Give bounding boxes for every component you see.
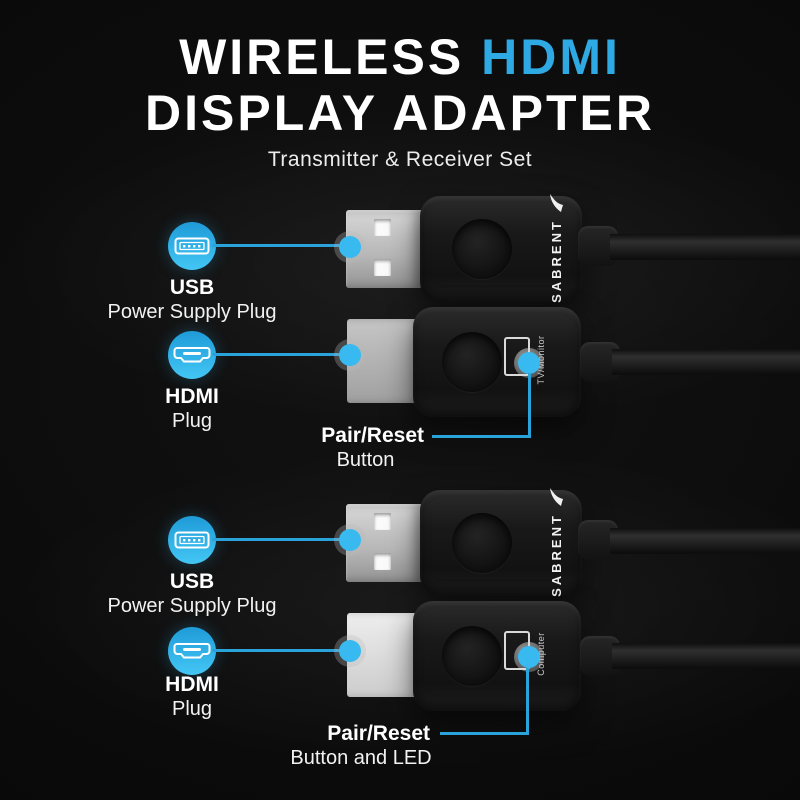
usb-port-icon (174, 530, 210, 550)
callout-line (212, 649, 346, 652)
callout-marker-dot (339, 344, 361, 366)
cable (612, 643, 800, 669)
circular-recess (442, 332, 502, 392)
usb-plug-hole (374, 513, 391, 530)
hdmi-label: HDMI (165, 385, 219, 408)
hdmi-callout-circle (168, 627, 216, 675)
pair-reset-label: Pair/Reset (321, 424, 424, 447)
usb-label: USB (169, 570, 215, 593)
page-title-line2: DISPLAY ADAPTER (145, 85, 655, 141)
pair-reset-connector-line (440, 668, 529, 735)
usb-callout-label: USB Power Supply Plug (72, 570, 312, 618)
pair-reset-sublabel: Button (336, 449, 395, 471)
cable (612, 349, 800, 375)
sabrent-swoosh-icon (550, 488, 563, 507)
usb-callout-circle (168, 222, 216, 270)
page-subtitle: Transmitter & Receiver Set (267, 148, 533, 171)
callout-marker-dot (339, 236, 361, 258)
sabrent-logo: SABRENT (546, 188, 566, 308)
brand-text: SABRENT (548, 219, 564, 303)
callout-marker-dot (339, 529, 361, 551)
hdmi-plug-icon (172, 640, 212, 662)
usb-plug-hole (374, 219, 391, 236)
circular-recess (452, 513, 512, 573)
pair-reset-label: Pair/Reset (327, 722, 430, 745)
callout-line (212, 353, 352, 356)
circular-recess (452, 219, 512, 279)
pair-reset-marker-dot (518, 646, 540, 668)
callout-marker-dot (339, 640, 361, 662)
hdmi-label: HDMI (165, 673, 219, 696)
usb-plug-hole (374, 553, 391, 570)
usb-callout-circle (168, 516, 216, 564)
usb-label: USB (169, 276, 215, 299)
hdmi-sublabel: Plug (171, 410, 213, 432)
hdmi-callout-label: HDMI Plug (72, 385, 312, 433)
hdmi-plug-icon (172, 344, 212, 366)
pair-reset-connector-line (432, 373, 531, 438)
pair-reset-callout-label: Pair/Reset Button (250, 423, 426, 473)
callout-line (212, 538, 346, 541)
usb-plug-hole (374, 259, 391, 276)
hdmi-sublabel: Plug (171, 698, 213, 720)
usb-callout-label: USB Power Supply Plug (72, 276, 312, 324)
pair-reset-sublabel: Button and LED (290, 747, 432, 769)
brand-text: SABRENT (548, 513, 564, 597)
callout-line (212, 244, 352, 247)
sabrent-swoosh-icon (550, 194, 563, 213)
pair-reset-callout-label: Pair/Reset Button and LED (250, 721, 432, 771)
hdmi-callout-label: HDMI Plug (72, 673, 312, 721)
sabrent-logo: SABRENT (546, 482, 566, 602)
usb-sublabel: Power Supply Plug (107, 301, 277, 323)
cable (610, 234, 800, 260)
usb-sublabel: Power Supply Plug (107, 595, 277, 617)
usb-port-icon (174, 236, 210, 256)
pair-reset-marker-dot (518, 352, 540, 374)
hdmi-callout-circle (168, 331, 216, 379)
circular-recess (442, 626, 502, 686)
cable (610, 528, 800, 554)
page-title-line1: WIRELESS HDMI (0, 30, 800, 84)
title-wireless: WIRELESS (179, 29, 482, 85)
title-hdmi: HDMI (481, 29, 621, 85)
